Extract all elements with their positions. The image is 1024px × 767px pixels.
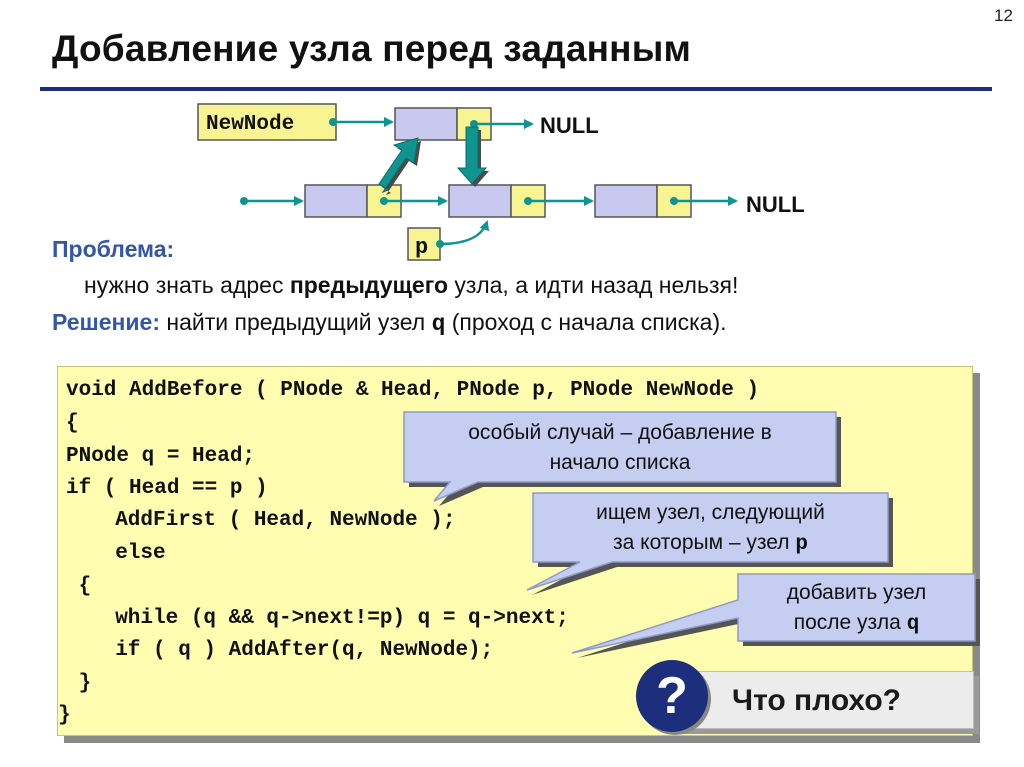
callout-2-line1: ищем узел, следующий	[596, 501, 825, 524]
problem-text: нужно знать адрес предыдущего узла, а ид…	[84, 272, 738, 299]
new-node-data	[394, 107, 458, 141]
code-line: {	[66, 575, 92, 598]
callout-add-after: добавить узел после узла q	[738, 578, 975, 640]
solution-text-before: найти предыдущий узел	[160, 309, 432, 335]
null-bottom-label: NULL	[746, 192, 805, 217]
callout-2-line2-wrap: за которым – узел p	[533, 528, 888, 560]
problem-text-after: узла, а идти назад нельзя!	[448, 272, 739, 298]
problem-label: Проблема:	[52, 236, 175, 262]
linked-list-diagram: NewNode NULL NULL p	[197, 103, 805, 261]
title-underline	[40, 87, 992, 91]
p-label: p	[415, 235, 428, 260]
code-line: void AddBefore ( PNode & Head, PNode p, …	[66, 379, 760, 402]
callout-search-node: ищем узел, следующий за которым – узел p	[533, 498, 888, 560]
code-line: while (q && q->next!=p) q = q->next;	[90, 607, 569, 630]
callout-special-case: особый случай – добавление в начало спис…	[404, 418, 836, 478]
newnode-label: NewNode	[206, 113, 294, 136]
solution-text-after: (проход с начала списка).	[445, 309, 727, 335]
problem-text-before: нужно знать адрес	[84, 272, 290, 298]
code-line: if ( q ) AddAfter(q, NewNode);	[90, 639, 494, 662]
callout-1-line2: начало списка	[549, 451, 691, 474]
insert-arrow-up	[378, 137, 421, 195]
node3-data	[594, 184, 658, 218]
null-top-label: NULL	[540, 113, 599, 138]
page-number: 12	[994, 6, 1013, 25]
callout-3-line1: добавить узел	[786, 581, 927, 604]
callout-1-shape	[403, 411, 841, 506]
question-icon: ?	[636, 660, 708, 732]
callout-3-line2: после узла	[793, 611, 907, 634]
code-line: }	[58, 704, 71, 727]
node2-data	[448, 184, 512, 218]
code-line: else	[90, 542, 166, 565]
solution-var: q	[431, 311, 446, 337]
code-line: AddFirst ( Head, NewNode );	[90, 509, 456, 532]
insert-arrow-down	[456, 126, 489, 187]
code-line: PNode q = Head;	[66, 445, 256, 468]
callout-2-shape	[526, 492, 893, 595]
solution-label: Решение:	[52, 309, 161, 335]
node1-data	[304, 184, 368, 218]
callout-3-var: q	[906, 613, 920, 636]
callout-1-line1: особый случай – добавление в	[468, 421, 772, 444]
solution-text: Решение: найти предыдущий узел q (проход…	[52, 309, 727, 337]
newnode-pointer-box	[197, 103, 337, 141]
code-line: if ( Head == p )	[66, 477, 268, 500]
problem-text-bold: предыдущего	[289, 272, 449, 298]
callout-3-shape	[571, 573, 980, 658]
p-arrow	[439, 220, 490, 246]
callout-2-var: p	[795, 533, 808, 556]
code-line: }	[66, 672, 92, 695]
callout-3-line2-wrap: после узла q	[738, 608, 975, 640]
what-is-wrong-box	[672, 671, 974, 729]
page-title: Добавление узла перед заданным	[52, 28, 692, 69]
what-is-wrong-text: Что плохо?	[732, 684, 901, 717]
code-line: {	[66, 412, 79, 435]
callout-2-line2: за которым – узел	[613, 531, 796, 554]
